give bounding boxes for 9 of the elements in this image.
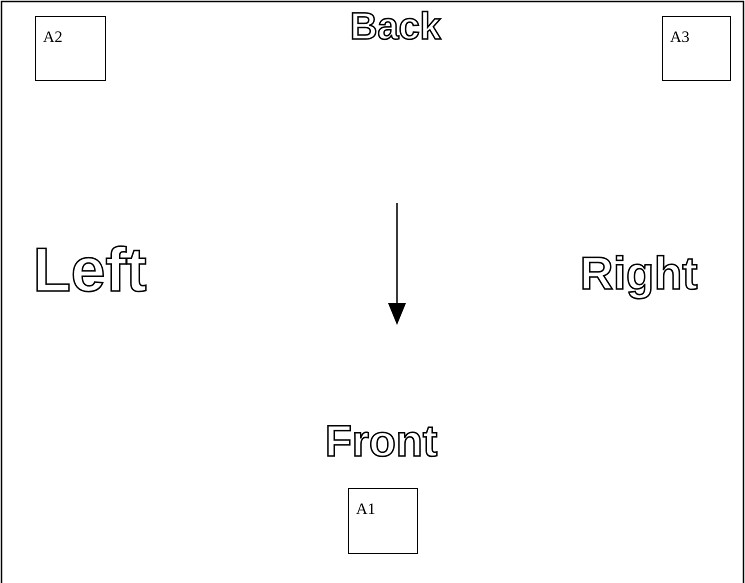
square-box bbox=[662, 16, 731, 81]
side-label: Left bbox=[33, 240, 147, 302]
box-label: A2 bbox=[43, 29, 63, 47]
box-label: A3 bbox=[670, 29, 690, 47]
box-label: A1 bbox=[356, 501, 376, 519]
side-label: Back bbox=[350, 8, 441, 46]
square-box bbox=[348, 488, 418, 554]
square-box bbox=[35, 16, 106, 81]
side-label: Front bbox=[325, 420, 438, 464]
